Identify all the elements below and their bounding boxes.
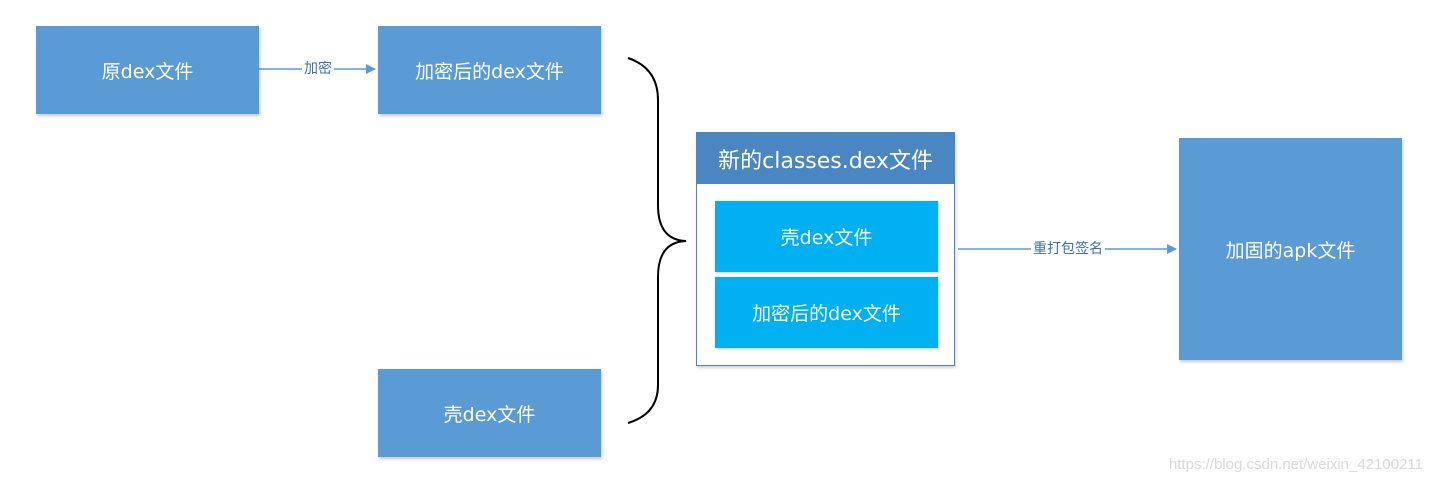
inner-shell-dex-box: 壳dex文件	[715, 201, 938, 272]
new-classes-dex-container: 新的classes.dex文件 壳dex文件 加密后的dex文件	[696, 132, 955, 366]
watermark-text: https://blog.csdn.net/weixin_42100211	[1168, 456, 1423, 473]
original-dex-label: 原dex文件	[101, 60, 194, 83]
hardened-apk-label: 加固的apk文件	[1225, 239, 1356, 262]
new-classes-dex-label: 新的classes.dex文件	[718, 148, 933, 174]
encrypted-dex-box: 加密后的dex文件	[378, 26, 601, 114]
inner-shell-dex-label: 壳dex文件	[780, 227, 873, 249]
shell-dex-box: 壳dex文件	[378, 369, 601, 457]
inner-encrypted-dex-box: 加密后的dex文件	[715, 277, 938, 348]
new-classes-dex-header: 新的classes.dex文件	[697, 133, 954, 184]
shell-dex-label: 壳dex文件	[443, 403, 536, 426]
encrypt-edge-label: 加密	[302, 60, 334, 78]
inner-encrypted-dex-label: 加密后的dex文件	[752, 303, 901, 325]
original-dex-box: 原dex文件	[36, 26, 259, 114]
encrypted-dex-label: 加密后的dex文件	[415, 60, 564, 83]
merge-brace	[627, 57, 687, 424]
hardened-apk-box: 加固的apk文件	[1179, 138, 1402, 360]
repack-sign-edge-label: 重打包签名	[1031, 240, 1105, 258]
